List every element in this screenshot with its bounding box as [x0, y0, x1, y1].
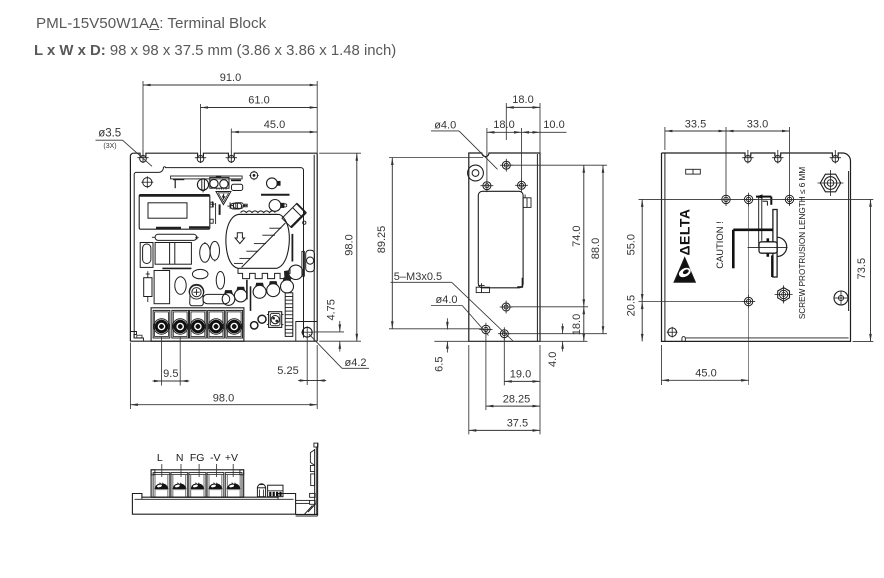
svg-text:18.0: 18.0: [571, 314, 583, 335]
svg-text:4.75: 4.75: [326, 299, 338, 320]
svg-text:19.0: 19.0: [510, 369, 531, 381]
svg-text:L: L: [157, 452, 163, 464]
svg-text:33.5: 33.5: [685, 118, 706, 130]
svg-text:98.0: 98.0: [344, 234, 356, 255]
svg-text:45.0: 45.0: [264, 119, 285, 131]
svg-text:SCREW PROTRUSION LENGTH ≤ 6 MM: SCREW PROTRUSION LENGTH ≤ 6 MM: [798, 167, 807, 320]
svg-text:+V: +V: [225, 452, 238, 464]
svg-text:37.5: 37.5: [507, 418, 528, 430]
svg-text:-V: -V: [210, 452, 221, 464]
svg-text:28.25: 28.25: [503, 393, 531, 405]
svg-text:18.0: 18.0: [512, 94, 533, 106]
svg-text:98.0: 98.0: [213, 392, 234, 404]
svg-text:5–M3x0.5: 5–M3x0.5: [394, 271, 442, 283]
svg-text:N: N: [176, 452, 184, 464]
svg-text:45.0: 45.0: [695, 368, 716, 380]
svg-text:73.5: 73.5: [856, 258, 868, 279]
svg-text:ø3.5: ø3.5: [98, 128, 121, 140]
svg-text:FG: FG: [190, 452, 205, 464]
svg-text:61.0: 61.0: [248, 95, 269, 107]
svg-text:74.0: 74.0: [571, 225, 583, 246]
svg-text:10.0: 10.0: [543, 119, 564, 131]
svg-text:91.0: 91.0: [220, 72, 241, 84]
svg-text:ΔELTA: ΔELTA: [677, 208, 693, 255]
svg-text:CAUTION !: CAUTION !: [714, 221, 725, 268]
svg-text:88.0: 88.0: [590, 238, 602, 259]
svg-text:18.0: 18.0: [493, 119, 514, 131]
svg-text:33.0: 33.0: [747, 118, 768, 130]
svg-text:55.0: 55.0: [626, 234, 638, 255]
svg-text:89.25: 89.25: [376, 226, 388, 254]
svg-text:ø4.2: ø4.2: [344, 357, 366, 369]
svg-text:(3X): (3X): [103, 143, 116, 150]
svg-text:ø4.0: ø4.0: [434, 120, 456, 132]
svg-text:6.5: 6.5: [433, 357, 445, 372]
svg-text:ø4.0: ø4.0: [435, 294, 457, 306]
svg-text:5.25: 5.25: [277, 365, 298, 377]
svg-text:20.5: 20.5: [626, 295, 638, 316]
svg-text:9.5: 9.5: [163, 368, 178, 380]
svg-text:4.0: 4.0: [547, 352, 559, 367]
